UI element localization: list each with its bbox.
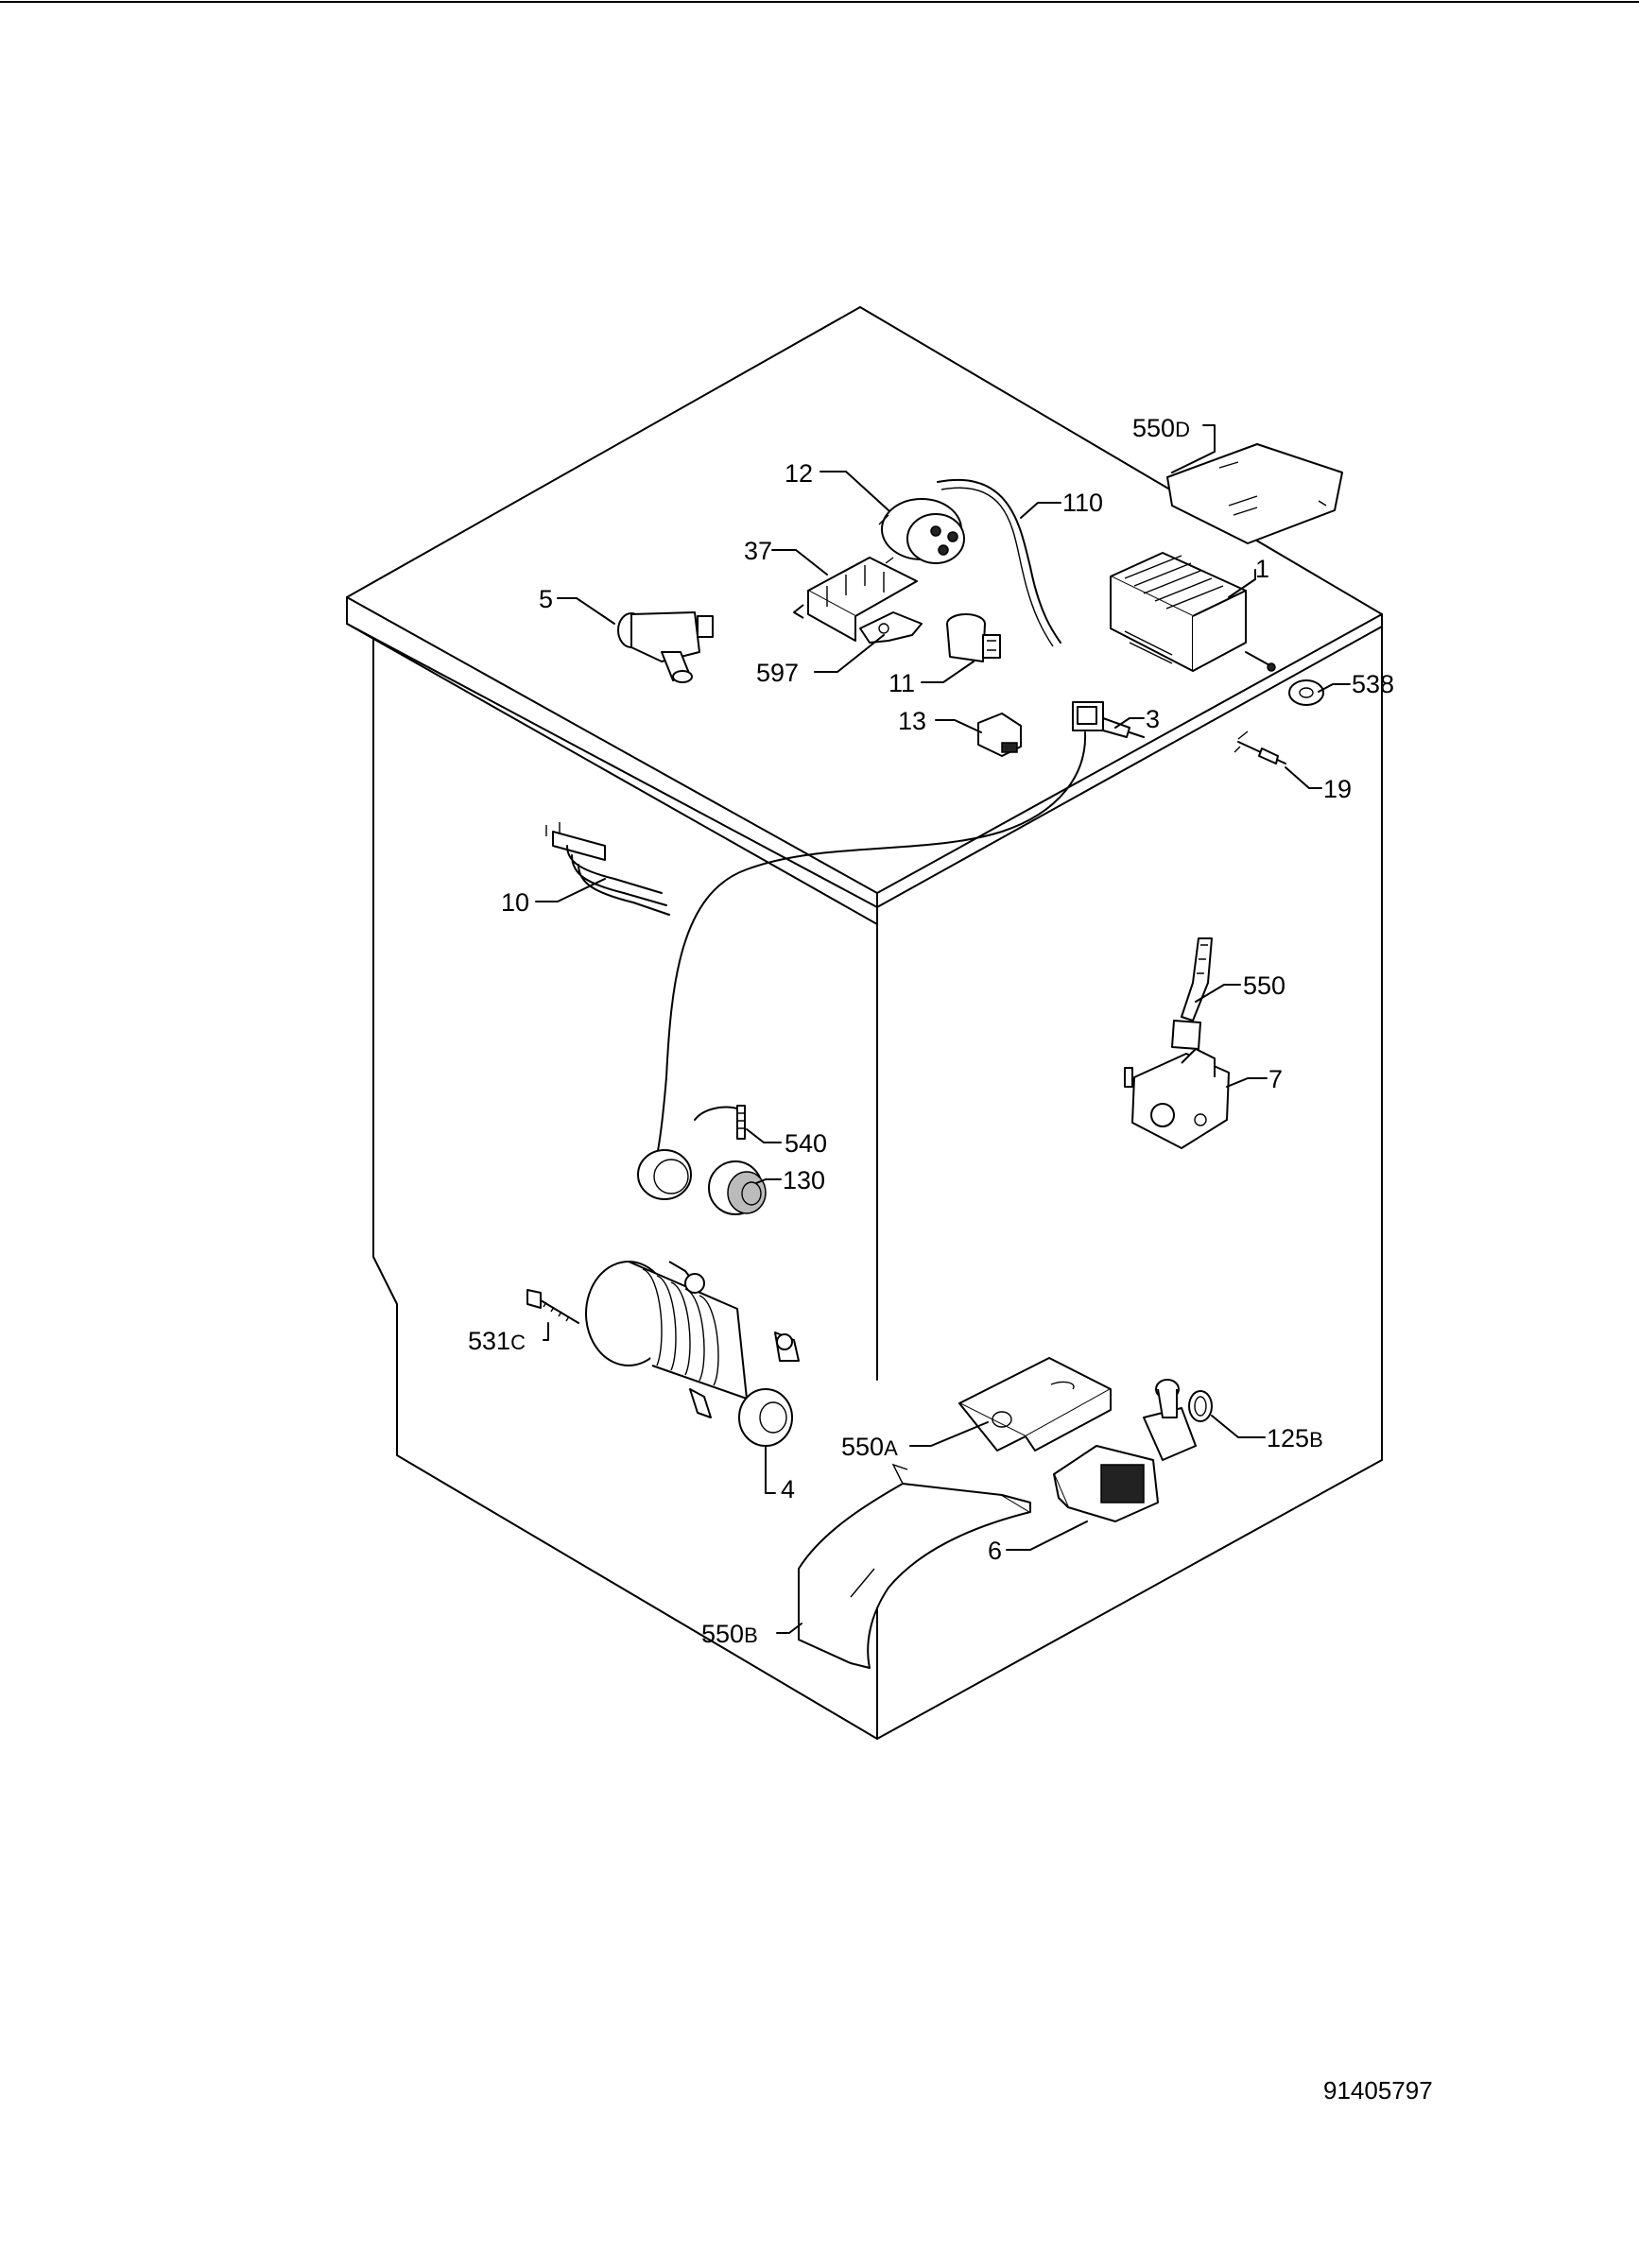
part-11-capacitor	[946, 613, 1001, 662]
part-13-connector	[977, 713, 1022, 757]
callout-11: 11	[889, 669, 915, 697]
callout-10: 10	[501, 888, 529, 917]
callout-540: 540	[785, 1129, 827, 1158]
part-550D-cover-plate	[1166, 443, 1343, 544]
callout-1: 1	[1255, 555, 1269, 583]
callout-597: 597	[756, 659, 799, 687]
callout-550: 550	[1243, 971, 1285, 1000]
part-538-ring	[1288, 679, 1324, 706]
part-550-lever	[1171, 937, 1213, 1050]
callout-550A: 550A	[841, 1433, 898, 1461]
part-125B-seal	[1188, 1390, 1213, 1422]
callout-110: 110	[1062, 489, 1103, 517]
callout-labels: 550D 12 110 37 1 5 597 11 538 13 3 19 10…	[468, 414, 1394, 1648]
document-number: 91405797	[1323, 2076, 1433, 2105]
callout-4: 4	[781, 1475, 795, 1503]
callout-130: 130	[783, 1166, 825, 1194]
part-12-pressure-switch	[878, 498, 965, 564]
callout-550B: 550B	[701, 1620, 758, 1648]
callout-550D: 550D	[1132, 414, 1190, 442]
part-597-bracket	[859, 611, 923, 644]
callout-531C: 531C	[468, 1327, 526, 1355]
part-19-pin	[1234, 730, 1286, 765]
callout-13: 13	[898, 707, 926, 735]
part-3-switch	[1072, 701, 1145, 738]
cable-grommet	[637, 1149, 692, 1200]
callout-6: 6	[988, 1537, 1002, 1565]
callout-538: 538	[1352, 670, 1394, 698]
part-550A-cover	[958, 1357, 1112, 1452]
part-540-clip	[694, 1105, 746, 1140]
part-7-door-lock	[1124, 1048, 1230, 1149]
callout-19: 19	[1323, 775, 1352, 803]
leader-lines	[535, 424, 1351, 1634]
callout-12: 12	[785, 459, 813, 488]
part-110-hose	[937, 478, 1061, 644]
part-531C-screw	[526, 1289, 579, 1324]
part-4-pump-motor	[585, 1261, 800, 1447]
part-37-terminal-block	[793, 557, 918, 642]
part-1-timer	[1110, 552, 1276, 672]
part-10-heating-element	[545, 822, 670, 916]
part-130-bushing	[708, 1160, 767, 1215]
cable	[651, 731, 1087, 1173]
callout-5: 5	[539, 585, 553, 613]
callout-37: 37	[744, 537, 772, 565]
callout-125B: 125B	[1267, 1424, 1323, 1452]
part-5-valve	[617, 611, 714, 683]
cabinet-outline	[346, 306, 1383, 1740]
part-6-drain-pump	[1053, 1379, 1197, 1522]
callout-3: 3	[1146, 705, 1160, 733]
part-550B-guard	[798, 1463, 1031, 1669]
callout-7: 7	[1268, 1065, 1283, 1093]
